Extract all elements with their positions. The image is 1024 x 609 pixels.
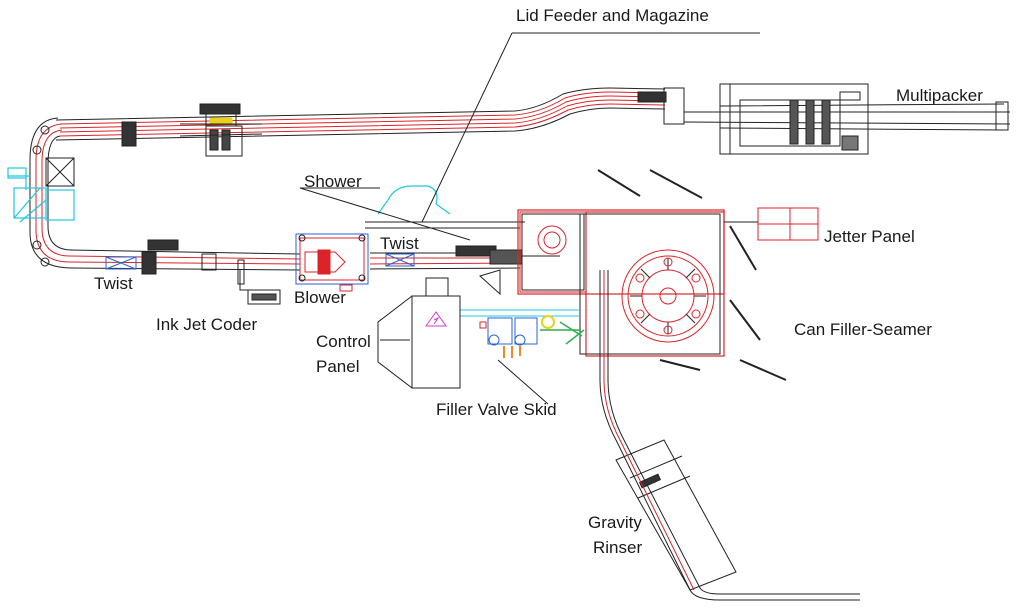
discharge-line: [603, 270, 695, 591]
twist-right-label: Twist: [380, 234, 419, 253]
lid-feeder-label: Lid Feeder and Magazine: [516, 6, 709, 25]
shower-unit: [377, 185, 451, 215]
control-panel-label-2: Panel: [316, 357, 360, 376]
control-panel-cabinet: [377, 277, 461, 389]
guard-panels: [597, 169, 787, 381]
multipacker-machine: [637, 83, 1011, 155]
gravity-rinser-label-1: Gravity: [588, 513, 642, 532]
control-panel-label-1: Control: [316, 332, 371, 351]
filler-turret: [621, 249, 715, 343]
twist-left-symbol: [105, 256, 137, 270]
ink-jet-coder-label: Ink Jet Coder: [156, 315, 258, 334]
conveyor-left-curve: [29, 117, 73, 269]
leader-lines: [300, 32, 760, 405]
conveyor-top-run: [59, 91, 666, 137]
drive-units-top: [121, 103, 263, 157]
twist-right-symbol: [385, 253, 415, 267]
jetter-panel-label: Jetter Panel: [824, 227, 915, 246]
filler-valve-skid-label: Filler Valve Skid: [436, 400, 557, 419]
twist-left-label: Twist: [94, 274, 133, 293]
shower-label: Shower: [304, 172, 362, 191]
conveyor-bottom-run: [69, 249, 521, 271]
jetter-panel: [724, 207, 819, 241]
accumulation-table: [7, 167, 75, 223]
can-filler-seamer-frame: [517, 209, 725, 357]
drive-units-bottom: [141, 239, 245, 285]
blower-unit: [295, 233, 369, 292]
filler-valve-skid: [460, 309, 585, 358]
gravity-rinser: [599, 270, 860, 601]
can-filler-seamer-label: Can Filler-Seamer: [794, 320, 932, 339]
multipacker-label: Multipacker: [896, 86, 983, 105]
lid-feeder: [455, 245, 560, 296]
blower-label: Blower: [294, 288, 346, 307]
gravity-rinser-label-2: Rinser: [593, 538, 643, 557]
ink-jet-coder: [239, 270, 281, 305]
